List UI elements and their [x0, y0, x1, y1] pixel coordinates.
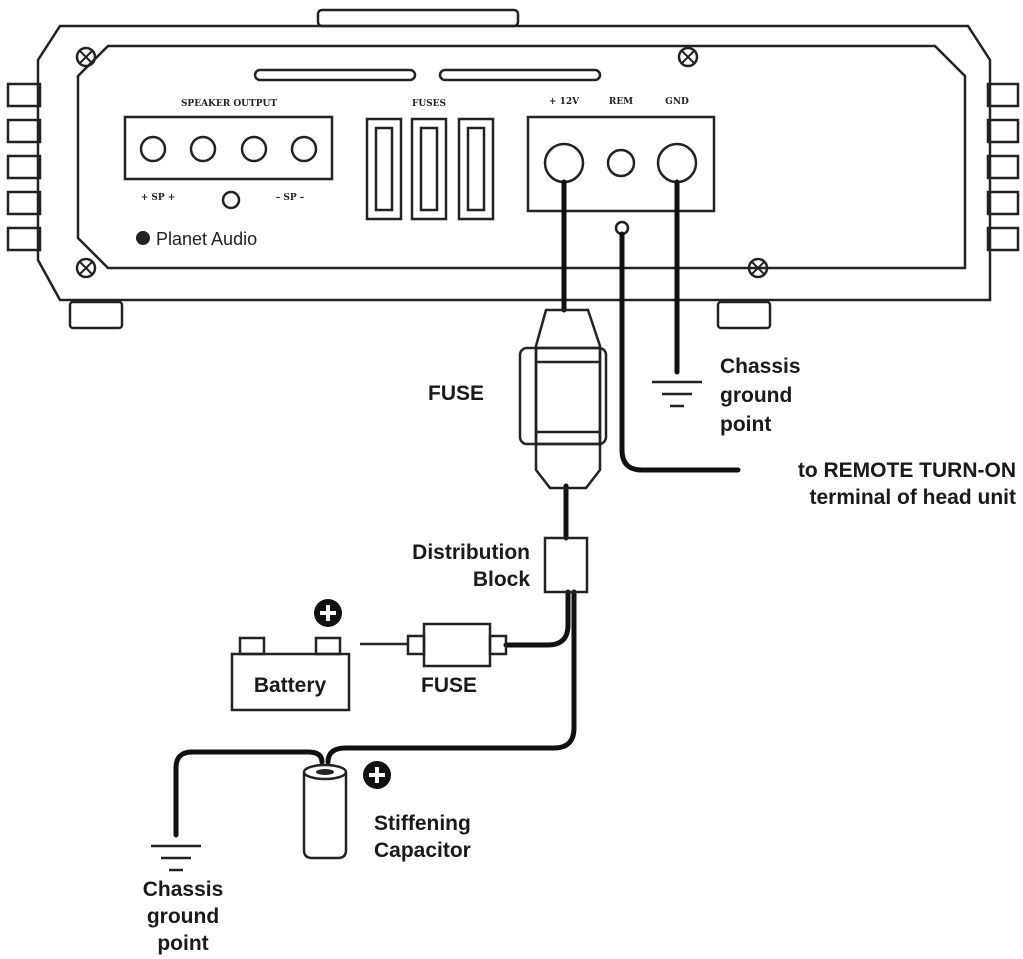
- corner-screws: [75, 46, 769, 279]
- left-heatsink-fins: [6, 82, 42, 252]
- remote-label-line1: to REMOTE TURN-ON: [798, 459, 1016, 482]
- remote-label-line2: terminal of head unit: [809, 486, 1016, 509]
- chassis-ground-label-top-line3: point: [720, 413, 771, 436]
- fuse-label-top: FUSE: [428, 382, 484, 405]
- chassis-ground-label-bottom-line1: Chassis: [143, 878, 224, 901]
- battery: [230, 636, 351, 712]
- speaker-terminal-block: [123, 115, 334, 181]
- plus-12v-label: + 12V: [549, 97, 580, 107]
- rem-label: REM: [609, 97, 633, 107]
- fuse-label-bottom: FUSE: [421, 674, 477, 697]
- speaker-output-label: SPEAKER OUTPUT: [181, 99, 277, 109]
- capacitor-positive-icon: [363, 761, 391, 789]
- inline-fuse-battery: [406, 622, 508, 668]
- sp-negative-label: – SP –: [276, 193, 305, 203]
- chassis-ground-label-top-line2: ground: [720, 384, 792, 407]
- brand-name: Planet Audio: [156, 229, 257, 249]
- chassis-ground-label-bottom-line3: point: [157, 932, 208, 955]
- battery-label: Battery: [254, 674, 327, 697]
- ground-icon-top: [652, 380, 702, 408]
- capacitor-label-line2: Capacitor: [374, 839, 471, 862]
- onboard-fuses: [365, 117, 495, 221]
- inline-fuse-top: [518, 308, 608, 490]
- distribution-block-label-line1: Distribution: [412, 541, 530, 564]
- gnd-label: GND: [665, 97, 689, 107]
- ground-icon-bottom: [151, 844, 201, 872]
- amplifier-unit: [6, 8, 1020, 330]
- wires: [173, 179, 741, 838]
- chassis-ground-label-bottom-line2: ground: [147, 905, 219, 928]
- battery-positive-icon: [314, 599, 342, 627]
- brand-logo-icon: [136, 231, 150, 245]
- capacitor-label-line1: Stiffening: [374, 812, 471, 835]
- stiffening-capacitor: [302, 763, 348, 860]
- distribution-block: [543, 536, 589, 594]
- fuses-label: FUSES: [412, 99, 446, 109]
- right-heatsink-fins: [986, 82, 1020, 252]
- led-indicator: [221, 190, 241, 210]
- sp-positive-label: + SP +: [141, 193, 176, 203]
- chassis-ground-label-top-line1: Chassis: [720, 355, 801, 378]
- distribution-block-label-line2: Block: [473, 568, 531, 591]
- power-terminal-block: [526, 115, 716, 213]
